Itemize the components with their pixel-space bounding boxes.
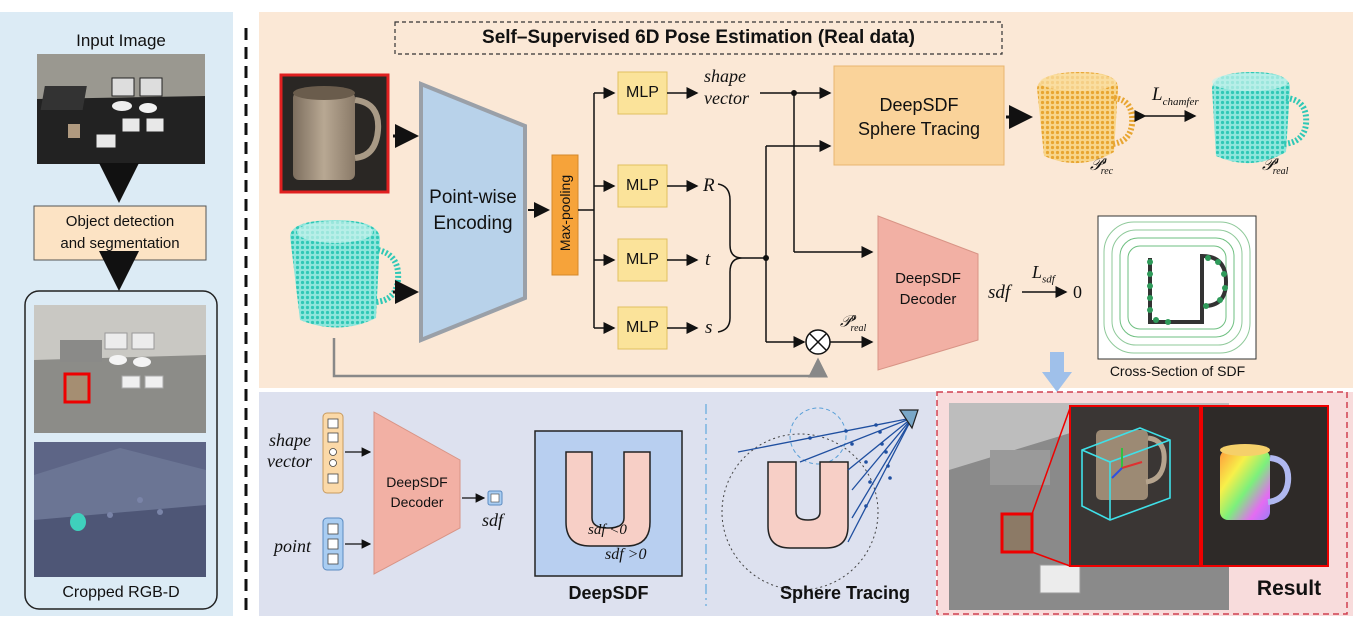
encoder-label-line2: Encoding [433,213,513,234]
sdf-loss-label: Lsdf [1032,262,1055,286]
mlp-block-shape [617,71,668,115]
detection-box-line2: and segmentation [60,235,180,252]
point-input-icon [322,517,344,571]
shape-vector-icon [322,412,344,494]
reconstructed-mug-point-cloud [1037,72,1136,164]
deepsdf-tracing-label-line2: Sphere Tracing [857,119,981,139]
decoder-label-line2: Decoder [899,291,957,308]
mlp-label-2: MLP [626,177,659,194]
deepsdf-decoder-block [877,215,979,371]
bottom-sdf-label: sdf [482,510,504,530]
bottom-decoder-label-line1: DeepSDF [386,474,448,490]
scale-label: s [705,317,713,338]
transform-operator-icon [805,329,831,355]
bottom-shape-vector-label-line1: shape [269,430,311,450]
input-image-photo [37,54,205,164]
cropped-rgb-photo [34,305,206,433]
result-down-arrow [1042,352,1072,392]
deepsdf-caption: DeepSDF [568,583,649,603]
deepsdf-sphere-tracing-block [833,65,1005,166]
maxpool-block [551,154,579,276]
pipeline-title: Self–Supervised 6D Pose Estimation (Real… [482,27,915,48]
maxpool-label: Max-pooling [557,174,573,252]
sphere-tracing-illustration [721,407,919,591]
result-panel-dashed-border [936,391,1348,615]
cross-section-caption: Cross-Section of SDF [1109,363,1246,379]
result-caption: Result [1256,577,1322,600]
bottom-shape-vector-label-line2: vector [267,451,312,471]
shape-vector-label-line2: vector [704,88,749,108]
detection-box-line1: Object detection [65,213,175,230]
pointwise-encoder-block [419,81,527,343]
p-real-o-label: 𝒫oreal [840,312,867,334]
sdf-output-icon [487,490,503,506]
sdf-negative-label: sdf <0 [588,522,627,538]
cropped-rgbd-frame [24,290,218,610]
mlp-block-R [617,164,668,208]
deepsdf-u-shape [565,451,651,547]
translation-label: t [705,249,711,270]
bottom-decoder-label-line2: Decoder [390,494,444,510]
chamfer-loss-label: Lchamfer [1152,84,1199,108]
line-cloud-to-otimes [332,338,828,378]
bottom-deepsdf-decoder-block [373,411,461,575]
mug-point-cloud-input [290,220,402,328]
mug-photo-input [279,73,390,194]
deepsdf-tracing-label-line1: DeepSDF [879,95,959,115]
zero-target-label: 0 [1073,282,1082,302]
zoom-pose-bbox-photo [1069,405,1201,567]
shape-vector-label-line1: shape [704,66,746,86]
sdf-output-label: sdf [988,282,1011,303]
p-real-label: 𝒫creal [1262,155,1289,178]
mlp-label-3: MLP [626,251,659,268]
cropped-depth-image [34,442,206,577]
deepsdf-illustration-box [534,430,683,577]
sdf-cross-section-plot [1097,215,1257,360]
encoder-label-line1: Point-wise [429,187,517,208]
sphere-tracing-caption: Sphere Tracing [779,583,911,603]
zoom-line-top [1031,407,1071,515]
real-mug-point-cloud [1212,72,1310,164]
input-image-title: Input Image [76,31,166,50]
cropped-rgbd-caption: Cropped RGB-D [62,584,180,601]
mlp-block-t [617,238,668,282]
mlp-label-4: MLP [626,319,659,336]
zoom-rendered-mug-photo [1201,405,1329,567]
title-box [394,21,1003,55]
sdf-positive-label: sdf >0 [605,546,647,563]
decoder-label-line1: DeepSDF [895,270,961,287]
p-rec-label: 𝒫crec [1090,155,1114,178]
mlp-label-1: MLP [626,84,659,101]
bottom-point-label: point [274,536,312,556]
zoom-line-bottom [1031,551,1071,567]
rotation-label: R [703,175,715,196]
